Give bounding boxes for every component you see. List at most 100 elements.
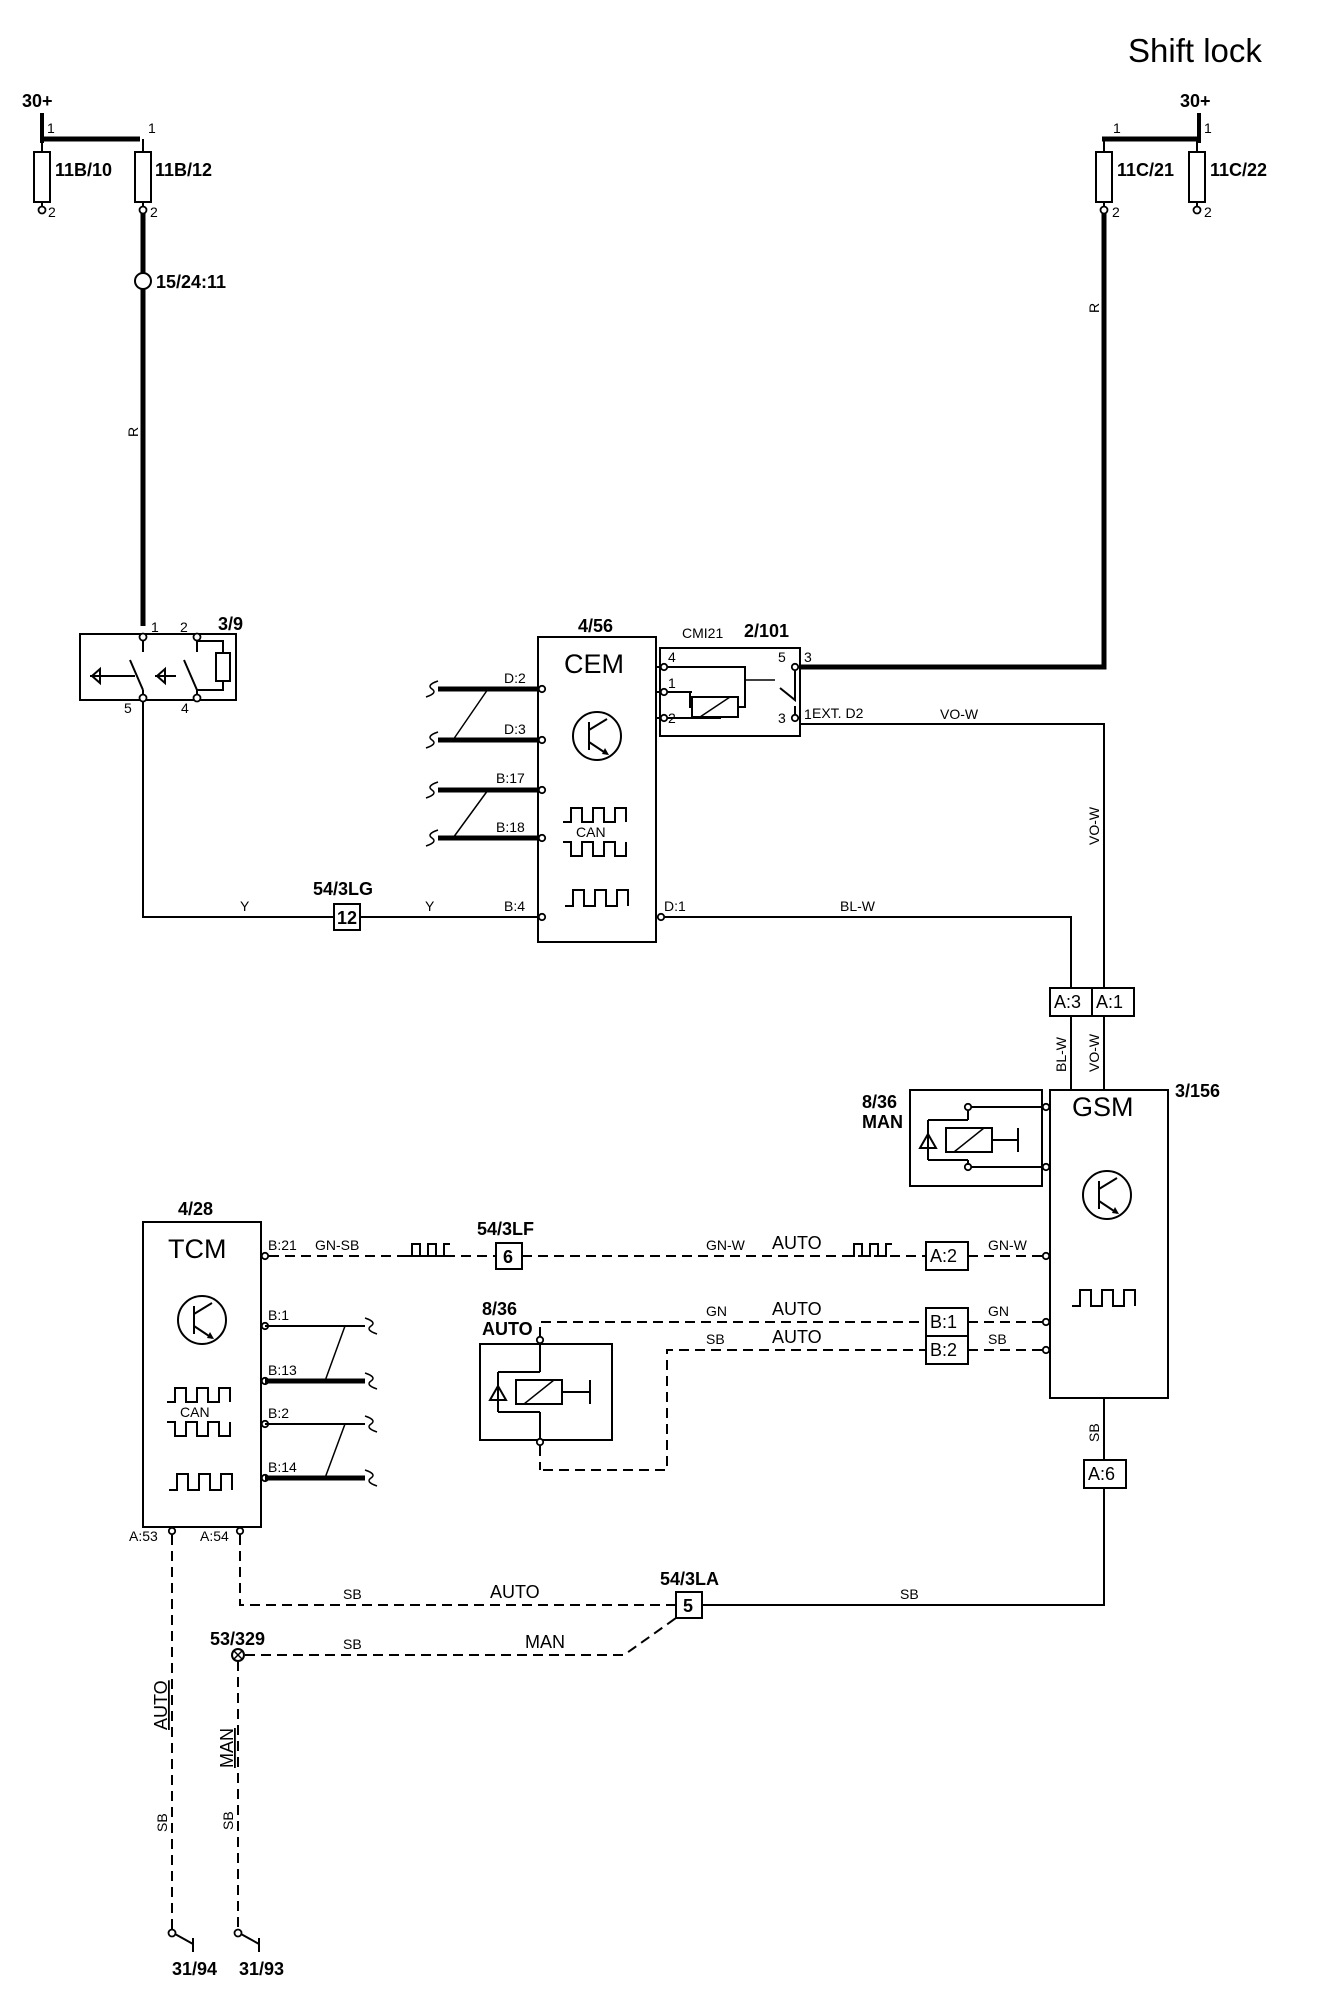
supply-terminal-right (1197, 113, 1201, 143)
wire-color-label: BL-W (1053, 1036, 1069, 1072)
wire-bl-w (665, 916, 1072, 1022)
gsm-connectors-top: A:3 A:1 BL-W VO-W (1049, 987, 1135, 1090)
variant-label: AUTO (772, 1233, 822, 1253)
variant-label: MAN (217, 1728, 237, 1768)
switch-3-9: 3/9 1 2 5 4 (79, 614, 243, 716)
wire-sb-man (245, 1617, 677, 1656)
wire-color-label: SB (1086, 1423, 1102, 1442)
variant-label: AUTO (151, 1680, 171, 1730)
tcm-bus-wires (265, 1317, 378, 1487)
fuse-label-11b-12: 11B/12 (155, 160, 212, 180)
relay-auto-variant: AUTO (482, 1319, 533, 1339)
connector-label: A:2 (930, 1246, 957, 1266)
transistor-icon (177, 1295, 227, 1345)
tcm-id: 4/28 (178, 1199, 213, 1219)
transistor-icon (572, 711, 622, 761)
ground-point-label: 53/329 (210, 1629, 265, 1649)
cem-pin: D:1 (664, 898, 686, 914)
cem-bus-label: CAN (576, 824, 606, 840)
relay-man-id: 8/36 (862, 1092, 897, 1112)
wire-color-label: BL-W (840, 898, 876, 914)
fuse-pin-label: 1 (148, 120, 156, 136)
ground-label: 31/93 (239, 1959, 284, 1979)
fuse-11c-21 (1095, 151, 1113, 203)
tcm-pin: B:13 (268, 1362, 297, 1378)
transistor-icon (1082, 1170, 1132, 1220)
tcm-module: 4/28 TCM CAN B:21 B:1 B:13 B:2 B:14 A:53… (129, 1199, 297, 1544)
connector-pin: 12 (337, 908, 357, 928)
fuse-11b-12 (134, 151, 152, 203)
wire-color-label: GN-SB (315, 1237, 359, 1253)
tcm-pin: B:21 (268, 1237, 297, 1253)
switch-pin-2: 2 (180, 619, 188, 635)
cem-pin: B:4 (504, 898, 525, 914)
cem-body (537, 636, 657, 943)
relay-ext-label: EXT. D2 (812, 705, 864, 721)
gsm-module: 3/156 GSM (1041, 1081, 1220, 1399)
wire-color-label: SB (706, 1331, 725, 1347)
relay-8-36-auto: 8/36 AUTO (479, 1299, 613, 1447)
connector-a1 (1091, 987, 1135, 1017)
wire-gn-auto (539, 1321, 926, 1337)
gsm-body (1049, 1089, 1169, 1399)
connector-a2 (925, 1241, 969, 1271)
wire-color-label: SB (220, 1811, 236, 1830)
wire-y-1 (142, 702, 334, 918)
cem-module: 4/56 CEM CAN D:2 D:3 B:17 B:18 B:4 D:1 (496, 616, 686, 943)
connector-label: A:1 (1096, 992, 1123, 1012)
connector-pin: 5 (683, 1596, 693, 1616)
fuse-pin-label: 2 (1112, 204, 1120, 220)
variant-label: MAN (525, 1632, 565, 1652)
connector-54-3lg (333, 903, 361, 931)
pulse-signal-icon (565, 889, 629, 907)
connector-label: A:3 (1054, 992, 1081, 1012)
can-signal-icon (563, 807, 627, 823)
connector-label: A:6 (1088, 1464, 1115, 1484)
relay-2-101: 2/101 CMI21 4 1 2 5 3 3 1 (659, 621, 812, 737)
cem-pin: D:3 (504, 721, 526, 737)
cem-id: 4/56 (578, 616, 613, 636)
tcm-name: TCM (168, 1234, 226, 1264)
switch-3-9-label: 3/9 (218, 614, 243, 634)
cem-name: CEM (564, 649, 624, 679)
wire-color-label: SB (988, 1331, 1007, 1347)
fuse-11b-10 (33, 151, 51, 203)
wire-color-label: Y (425, 898, 435, 914)
tcm-pin: B:14 (268, 1459, 297, 1475)
relay-pin: 1 (804, 706, 812, 722)
connector-label: 54/3LG (313, 879, 373, 899)
connector-a6 (1083, 1459, 1127, 1489)
cem-pin: B:17 (496, 770, 525, 786)
wire-color-label: SB (900, 1586, 919, 1602)
cem-bus-wires (425, 680, 538, 847)
fuse-pin-label: 1 (47, 120, 55, 136)
relay-pin: 4 (668, 649, 676, 665)
switch-pin-1: 1 (151, 619, 159, 635)
left-power-supply: 30+ 1 1 11B/10 11B/12 2 2 (22, 91, 212, 220)
splice-label: 15/24:11 (156, 272, 226, 292)
wire-color-label: GN-W (706, 1237, 746, 1253)
variant-label: AUTO (772, 1299, 822, 1319)
tcm-pin: A:54 (200, 1528, 229, 1544)
fuse-label-11c-22: 11C/22 (1210, 160, 1267, 180)
variant-label: AUTO (772, 1327, 822, 1347)
cem-relay-link (656, 666, 660, 719)
splice-15-24-11 (134, 272, 152, 290)
wire-sb-to-3la (702, 1488, 1105, 1606)
fuse-terminal (37, 205, 47, 215)
right-power-supply: 30+ 1 1 11C/21 11C/22 2 2 (1095, 91, 1267, 220)
wire-color-label: SB (343, 1636, 362, 1652)
supply-terminal-left (40, 113, 44, 143)
connector-54-3lf (495, 1242, 523, 1270)
supply-label-right: 30+ (1180, 91, 1211, 111)
connector-label: B:2 (930, 1340, 957, 1360)
relay-pin: 3 (804, 649, 812, 665)
relay-8-36-man: 8/36 MAN (862, 1089, 1043, 1187)
ground-31-93: 31/93 (233, 1928, 284, 1979)
connector-b1 (925, 1307, 969, 1337)
wire-sb-tcm-auto (239, 1535, 676, 1606)
tcm-pin: A:53 (129, 1528, 158, 1544)
diagram-title: Shift lock (1128, 32, 1262, 69)
connector-b2 (925, 1335, 969, 1365)
fuse-11c-22 (1188, 151, 1206, 203)
